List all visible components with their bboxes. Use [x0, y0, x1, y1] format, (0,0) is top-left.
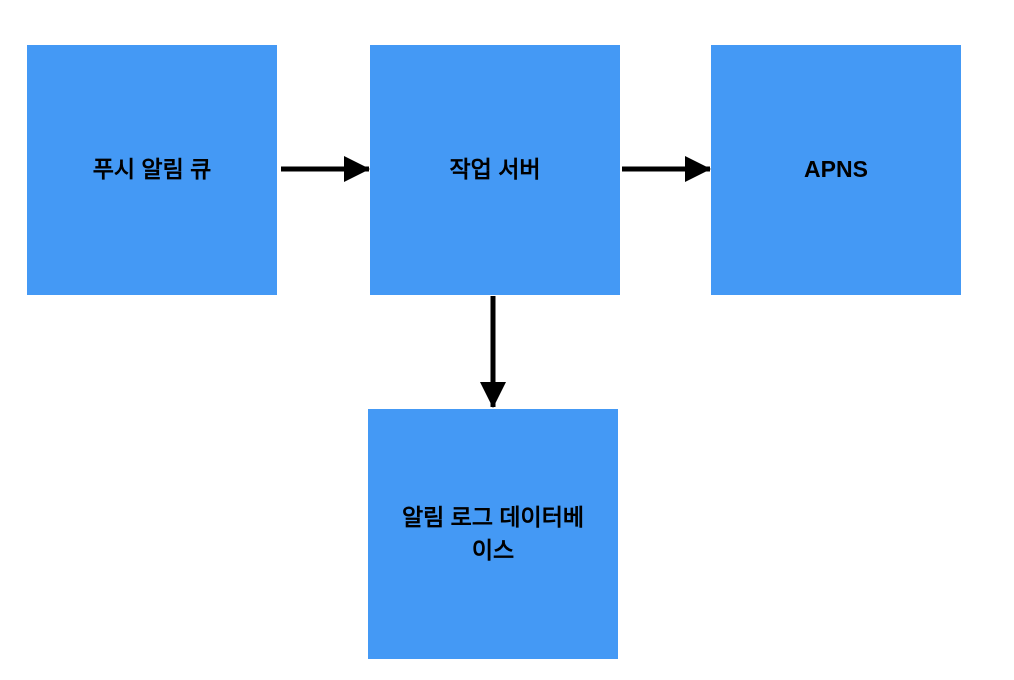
node-label: APNS — [804, 156, 868, 183]
node-label: 알림 로그 데이터베 이스 — [401, 503, 585, 563]
node-notification-log-database: 알림 로그 데이터베 이스 — [368, 409, 618, 659]
node-apns: APNS — [711, 45, 961, 295]
node-worker-server: 작업 서버 — [370, 45, 620, 295]
node-push-notification-queue: 푸시 알림 큐 — [27, 45, 277, 295]
node-label: 작업 서버 — [449, 156, 541, 183]
node-label: 푸시 알림 큐 — [92, 156, 212, 183]
